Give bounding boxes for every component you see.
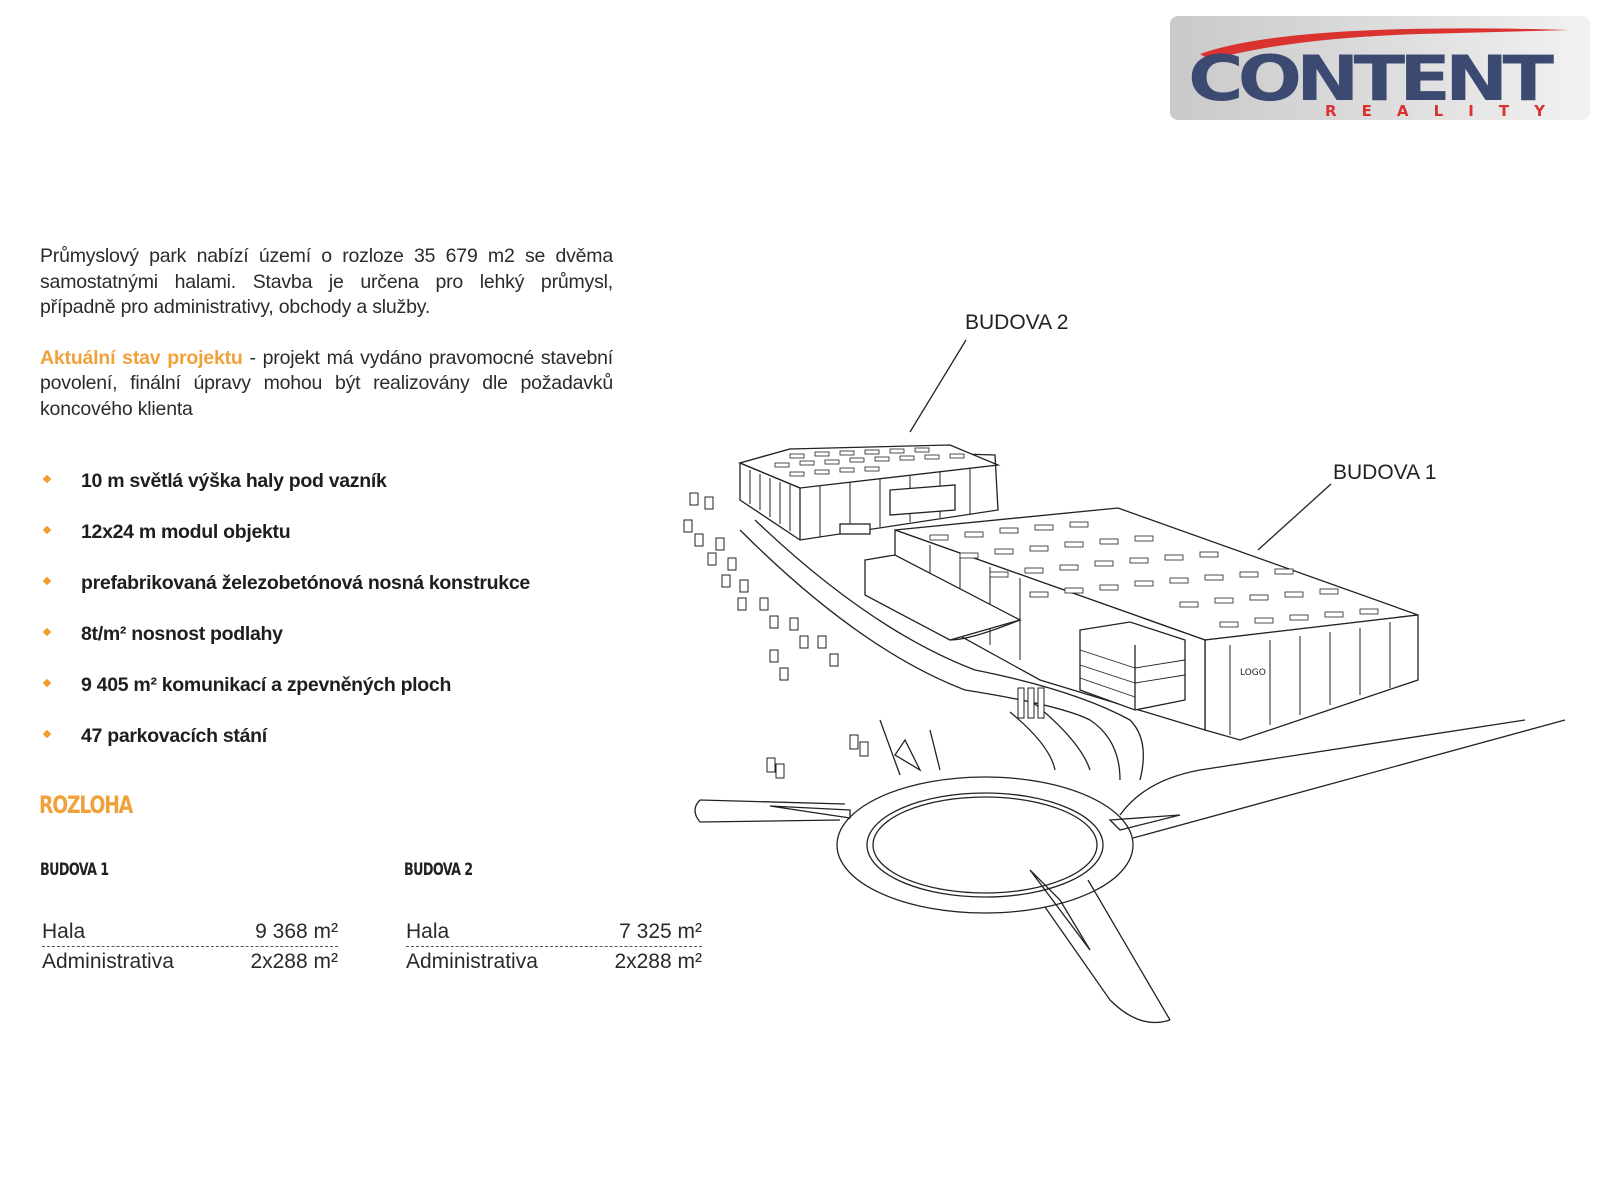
bullet-icon [42,678,52,688]
trees [683,492,1045,779]
area-row: Administrativa 2x288 m² [42,947,338,976]
feature-text: prefabrikovaná železobetónová nosná kons… [81,572,530,594]
feature-text: 12x24 m modul objektu [81,521,291,543]
feature-text: 9 405 m² komunikací a zpevněných ploch [81,674,452,696]
leader-line [1257,483,1332,551]
area-row: Hala 9 368 m² [42,917,338,947]
feature-item: 8t/m² nosnost podlahy [40,623,530,674]
bullet-icon [42,576,52,586]
site-plan-illustration: LOGO [683,339,1566,1024]
area-value: 9 368 m² [255,920,338,943]
feature-item: 10 m světlá výška haly pod vazník [40,470,530,521]
bullet-icon [42,627,52,637]
building-1-drawing: LOGO [864,507,1419,741]
area-value: 2x288 m² [614,950,702,973]
area-label: Administrativa [406,950,538,973]
building-2-area-table: Hala 7 325 m² Administrativa 2x288 m² [406,917,702,976]
status-label: Aktuální stav projektu [40,346,243,369]
feature-item: 47 parkovacích stání [40,725,530,776]
logo-wordmark: CONTENT [1188,42,1554,115]
area-value: 2x288 m² [250,950,338,973]
leader-line [909,339,967,433]
roads [694,519,1566,1024]
area-row: Hala 7 325 m² [406,917,702,947]
building-1-area-table: Hala 9 368 m² Administrativa 2x288 m² [42,917,338,976]
area-label: Administrativa [42,950,174,973]
bullet-icon [42,525,52,535]
area-label: Hala [42,920,86,943]
company-logo: CONTENT REALITY [1170,16,1590,120]
callout-building-1: BUDOVA 1 [1333,461,1437,484]
status-text: - projekt má vydáno pravomocné stavební … [40,346,613,420]
feature-item: 12x24 m modul objektu [40,521,530,572]
status-paragraph: Aktuální stav projektu - projekt má vydá… [40,346,613,423]
area-value: 7 325 m² [619,920,702,943]
building-2-drawing [738,444,1001,541]
feature-list: 10 m světlá výška haly pod vazník 12x24 … [40,470,530,776]
feature-item: prefabrikovaná železobetónová nosná kons… [40,572,530,623]
callout-building-2: BUDOVA 2 [965,311,1069,334]
project-description: Průmyslový park nabízí území o rozloze 3… [40,244,613,447]
area-section-title: ROZLOHA [39,791,133,819]
bullet-icon [42,474,52,484]
feature-item: 9 405 m² komunikací a zpevněných ploch [40,674,530,725]
facade-logo-text: LOGO [1240,668,1266,678]
feature-text: 8t/m² nosnost podlahy [81,623,283,645]
intro-paragraph: Průmyslový park nabízí území o rozloze 3… [40,245,613,318]
bullet-icon [42,729,52,739]
feature-text: 10 m světlá výška haly pod vazník [81,470,387,492]
area-label: Hala [406,920,450,943]
building-2-title: BUDOVA 2 [404,860,473,880]
area-row: Administrativa 2x288 m² [406,947,702,976]
feature-text: 47 parkovacích stání [81,725,267,747]
building-1-title: BUDOVA 1 [40,860,109,880]
